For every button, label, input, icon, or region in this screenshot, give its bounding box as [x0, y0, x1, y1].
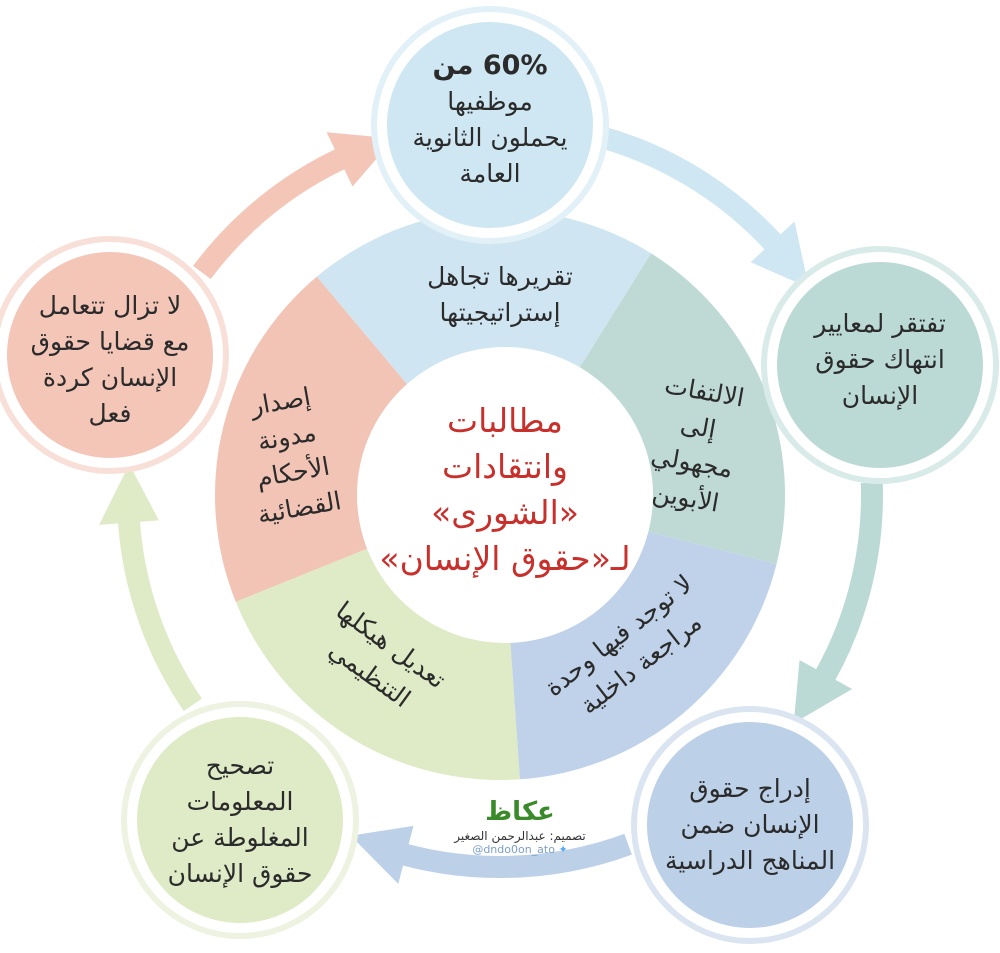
text-line: إستراتيجيتها: [439, 298, 561, 327]
node-circle: [647, 722, 853, 928]
circle-bottom-right-text: إدراج حقوق الإنسان ضمن المناهج الدراسية: [645, 760, 855, 890]
text-line: تفتقر لمعايير: [814, 309, 946, 338]
text-line: إلى: [678, 409, 719, 445]
text-line: الإنسان: [841, 381, 919, 410]
segment-top-text: تقريرها تجاهل إستراتيجيتها: [380, 255, 620, 335]
circle-bottom-left-text: تصحيح المعلومات المغلوطة عن حقوق الإنسان: [140, 740, 340, 900]
ring-arc: [383, 833, 632, 878]
text-line: يحملون الثانوية: [412, 123, 568, 152]
twitter-handle: @dndo0on_ato ✦: [440, 843, 600, 856]
title-line: وانتقادات: [442, 447, 568, 486]
ring-arc: [193, 141, 362, 280]
circle-right-text: تفتقر لمعايير انتهاك حقوق الإنسان: [780, 290, 980, 430]
okaz-logo: عكاظ: [485, 797, 555, 827]
arrow-head-icon: [793, 660, 853, 724]
text-line: تصحيح: [205, 751, 275, 780]
title-line: لـ«حقوق الإنسان»: [379, 539, 631, 578]
ring-arc: [117, 502, 202, 712]
text-line: تقريرها تجاهل: [427, 262, 573, 291]
node-circle: [7, 252, 213, 458]
text-line: لا تزال تتعامل: [38, 291, 182, 320]
twitter-text: @dndo0on_ato: [472, 843, 555, 856]
text-line: المعلومات: [186, 787, 294, 816]
text-line: مع قضايا حقوق: [30, 327, 190, 356]
twitter-bird-icon: ✦: [558, 843, 568, 856]
title-line: «الشورى»: [431, 493, 579, 532]
text-line: الإنسان كردة: [42, 363, 178, 392]
arrow-head-icon: [350, 825, 414, 884]
text-line: الالتفات: [662, 370, 747, 413]
circle-top-text: 60% من موظفيها يحملون الثانوية العامة: [395, 30, 585, 210]
designer-credit: تصميم: عبدالرحمن الصغير: [454, 829, 586, 843]
arrow-head-icon: [99, 464, 159, 525]
text-line: المناهج الدراسية: [664, 846, 836, 875]
text-line: إدراج حقوق: [689, 774, 811, 803]
text-line: الإنسان ضمن: [680, 810, 820, 839]
text-line: المغلوطة عن: [171, 823, 309, 852]
segment-right-text: الالتفات إلى مجهولي الأبوين: [606, 348, 783, 541]
text-line: 60% من: [432, 50, 548, 81]
text-line: انتهاك حقوق: [815, 345, 945, 374]
node-circle: [777, 262, 983, 468]
arrow-head-icon: [750, 221, 809, 288]
text-line: العامة: [459, 159, 521, 188]
ring-arc: [806, 482, 883, 698]
center-circle: [357, 347, 653, 643]
text-line: موظفيها: [447, 87, 533, 116]
text-line: حقوق الإنسان: [167, 859, 313, 888]
segment-left-text: إصدار مدونة الأحكام القضائية: [206, 359, 373, 551]
node-circle: [137, 717, 343, 923]
node-circle: [387, 22, 593, 228]
circle-left-text: لا تزال تتعامل مع قضايا حقوق الإنسان كرد…: [10, 280, 210, 440]
title-line: مطالبات: [447, 401, 563, 440]
credit-block: عكاظ تصميم: عبدالرحمن الصغير @dndo0on_at…: [440, 795, 600, 856]
center-title: مطالبات وانتقادات «الشورى» لـ«حقوق الإنس…: [360, 370, 650, 610]
ring-arc: [596, 125, 794, 264]
text-line: فعل: [88, 399, 132, 428]
